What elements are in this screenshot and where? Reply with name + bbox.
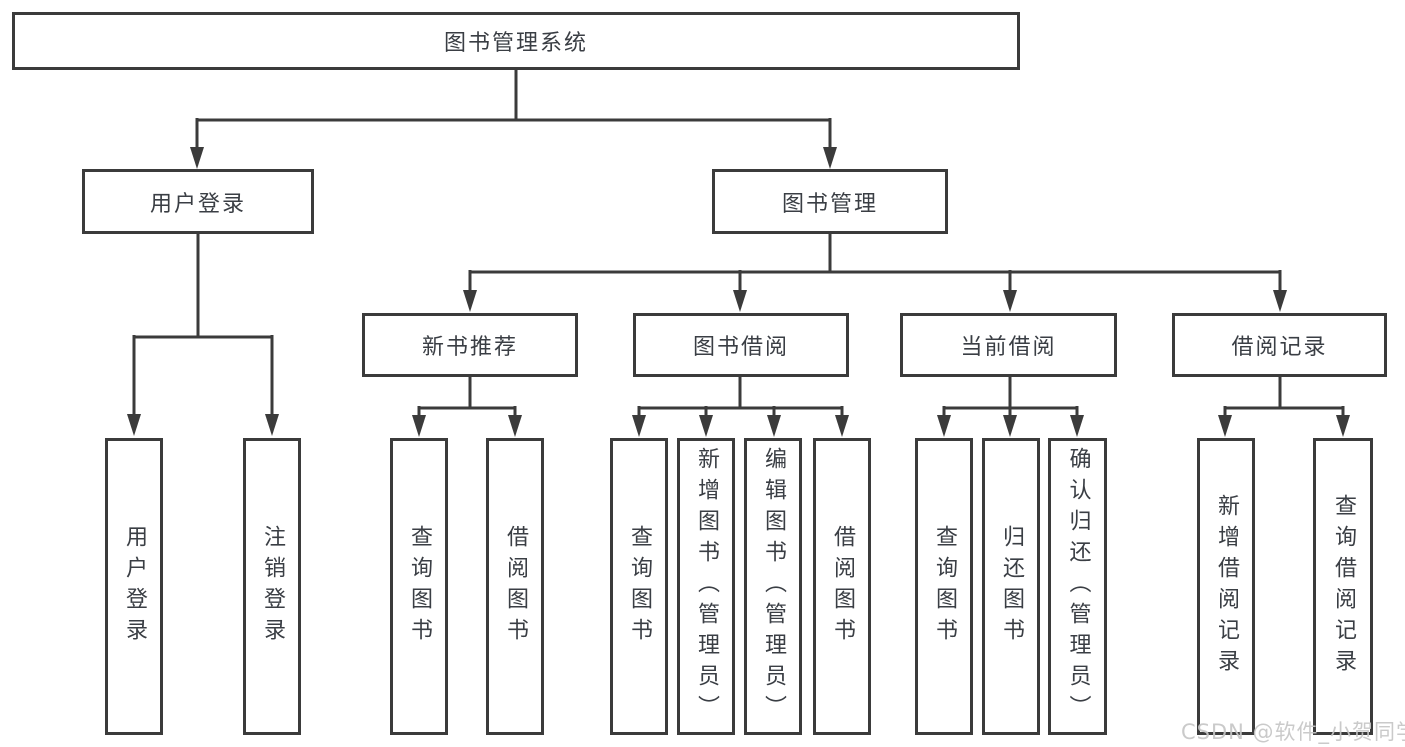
- node-book-management-branch: 图书管理: [712, 169, 948, 234]
- leaf-confirm-return-admin: 确认归还（管理员）: [1048, 438, 1107, 735]
- leaf-add-books-admin: 新增图书（管理员）: [677, 438, 735, 735]
- node-library-management-system: 图书管理系统: [12, 12, 1020, 70]
- leaf-query-books-borrowing: 查询图书: [610, 438, 668, 735]
- csdn-watermark: CSDN @软件_小贺同学: [1181, 720, 1405, 744]
- leaf-return-books: 归还图书: [982, 438, 1040, 735]
- node-current-borrowing: 当前借阅: [900, 313, 1117, 377]
- leaf-add-borrow-record: 新增借阅记录: [1197, 438, 1255, 735]
- leaf-borrow-books-recommend: 借阅图书: [486, 438, 544, 735]
- leaf-query-borrow-record: 查询借阅记录: [1313, 438, 1373, 735]
- node-borrowing-records: 借阅记录: [1172, 313, 1387, 377]
- node-new-book-recommendation: 新书推荐: [362, 313, 578, 377]
- leaf-edit-books-admin: 编辑图书（管理员）: [744, 438, 802, 735]
- leaf-borrow-books-borrowing: 借阅图书: [813, 438, 871, 735]
- leaf-user-login: 用户登录: [105, 438, 163, 735]
- leaf-query-books-current: 查询图书: [915, 438, 973, 735]
- node-user-login-branch: 用户登录: [82, 169, 314, 234]
- node-book-borrowing: 图书借阅: [633, 313, 849, 377]
- leaf-query-books-recommend: 查询图书: [390, 438, 448, 735]
- leaf-logout: 注销登录: [243, 438, 301, 735]
